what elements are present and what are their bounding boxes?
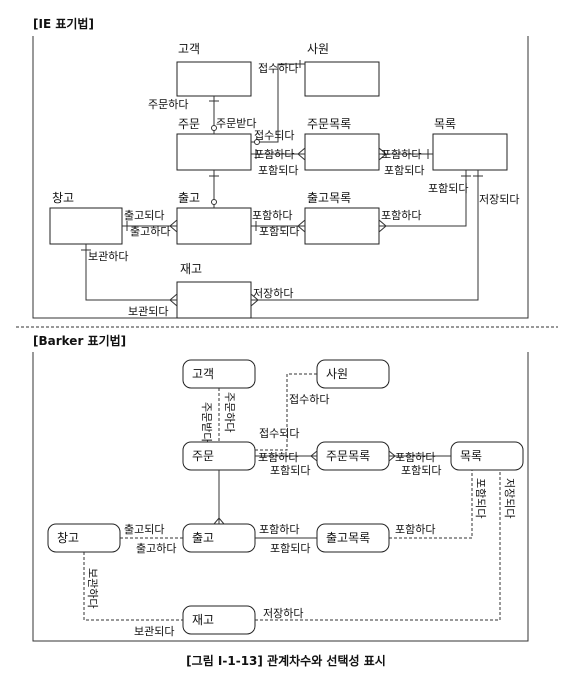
ie-entity-shipment-item xyxy=(304,207,380,245)
ie-label: 주문하다 xyxy=(148,97,188,111)
ie-label: 포함하다 xyxy=(252,208,292,222)
barker-label-vertical: 포함되다 xyxy=(474,478,487,518)
barker-label: 포함하다 xyxy=(258,450,298,464)
barker-label: 포함하다 xyxy=(259,522,299,536)
ie-label: 주문받다 xyxy=(216,117,256,130)
ie-rel-order-employee xyxy=(251,63,305,143)
ie-entity-shipment-item-label: 출고목록 xyxy=(307,191,351,205)
ie-rel-optional-mark xyxy=(211,199,217,205)
barker-frame xyxy=(32,352,529,642)
ie-label: 포함되다 xyxy=(258,164,298,177)
ie-label: 보관되다 xyxy=(128,305,168,318)
ie-label: 포함되다 xyxy=(384,164,424,177)
barker-entity-order-label: 주문 xyxy=(192,449,214,463)
barker-entity-warehouse-label: 창고 xyxy=(57,531,79,545)
ie-entity-catalog-label: 목록 xyxy=(434,117,456,131)
ie-rel-optional-mark xyxy=(211,125,217,131)
ie-section-title: [IE 표기법] xyxy=(33,16,94,31)
ie-label: 포함하다 xyxy=(381,147,421,161)
figure-caption: [그림 Ⅰ-1-13] 관계차수와 선택성 표시 xyxy=(186,653,386,668)
barker-label: 접수하다 xyxy=(289,392,329,406)
barker-label-vertical: 보관하다 xyxy=(86,568,100,608)
ie-entity-inventory xyxy=(176,281,252,319)
ie-entity-order-item-label: 주문목록 xyxy=(307,117,351,131)
ie-label: 접수되다 xyxy=(254,129,294,142)
barker-rel-shipmentitem-catalog xyxy=(389,470,473,539)
ie-frame xyxy=(32,36,529,319)
ie-label: 포함되다 xyxy=(259,225,299,238)
ie-entity-order-label: 주문 xyxy=(178,117,200,131)
ie-entity-order xyxy=(176,133,252,171)
ie-label: 접수하다 xyxy=(258,61,298,75)
barker-label: 보관되다 xyxy=(134,625,174,638)
barker-label: 포함하다 xyxy=(395,522,435,536)
ie-label: 포함되다 xyxy=(428,182,468,195)
ie-rel-crowfoot xyxy=(378,147,387,161)
barker-label: 출고되다 xyxy=(124,523,164,536)
ie-rel-crowfoot xyxy=(169,219,178,233)
ie-entity-catalog xyxy=(432,133,508,171)
ie-rel-crowfoot xyxy=(169,293,178,307)
barker-label-vertical: 주문받다 xyxy=(200,402,213,442)
ie-rel-shipmentitem-catalog xyxy=(379,170,467,227)
ie-entity-customer-label: 고객 xyxy=(178,42,200,56)
barker-rel-crowfoot xyxy=(213,517,225,525)
ie-entity-warehouse xyxy=(49,207,123,245)
ie-label: 저장하다 xyxy=(253,286,293,300)
ie-label: 포함하다 xyxy=(254,147,294,161)
barker-label: 포함하다 xyxy=(395,450,435,464)
ie-label: 출고하다 xyxy=(130,224,170,238)
ie-rel-crowfoot xyxy=(297,219,306,233)
ie-rel-warehouse-inventory xyxy=(85,244,177,301)
barker-rel-crowfoot xyxy=(388,450,396,462)
ie-rel-inventory-catalog xyxy=(251,170,479,301)
barker-label: 접수되다 xyxy=(259,427,299,440)
ie-entity-order-item xyxy=(304,133,380,171)
ie-label: 출고되다 xyxy=(124,209,164,222)
ie-rel-crowfoot xyxy=(378,219,387,233)
barker-label-vertical: 저장되다 xyxy=(503,478,516,518)
barker-label-vertical: 주문하다 xyxy=(223,392,237,432)
barker-rel-order-employee xyxy=(255,373,317,451)
barker-rel-crowfoot xyxy=(310,450,318,462)
barker-rel-warehouse-inventory xyxy=(83,552,183,621)
ie-entity-warehouse-label: 창고 xyxy=(52,191,74,205)
barker-label: 포함되다 xyxy=(270,542,310,555)
ie-entity-inventory-label: 재고 xyxy=(180,262,202,276)
ie-rel-crowfoot xyxy=(297,147,306,161)
ie-entity-employee-label: 사원 xyxy=(307,42,329,56)
ie-entity-shipment xyxy=(176,207,252,245)
barker-entity-catalog-label: 목록 xyxy=(460,449,482,463)
ie-label: 저장되다 xyxy=(479,193,519,206)
barker-entity-customer-label: 고객 xyxy=(192,367,214,381)
barker-entity-shipment-item-label: 출고목록 xyxy=(326,531,370,545)
ie-rel-crowfoot xyxy=(250,293,259,307)
barker-entity-order-item-label: 주문목록 xyxy=(326,449,370,463)
barker-label: 저장하다 xyxy=(263,606,303,620)
barker-entity-inventory-label: 재고 xyxy=(192,613,214,627)
ie-rel-optional-mark xyxy=(254,139,260,145)
barker-entity-shipment-label: 출고 xyxy=(192,531,214,545)
ie-entity-employee xyxy=(304,61,380,97)
barker-section-title: [Barker 표기법] xyxy=(33,333,126,348)
barker-rel-inventory-catalog xyxy=(255,470,501,621)
barker-entity-employee-label: 사원 xyxy=(326,367,348,381)
ie-label: 포함하다 xyxy=(381,208,421,222)
barker-label: 포함되다 xyxy=(270,464,310,477)
ie-notation-section: [IE 표기법] 고객 사원 주문 주문목록 목록 창고 출고 출고목록 재고 xyxy=(32,16,529,319)
ie-label: 보관하다 xyxy=(88,249,128,263)
ie-entity-shipment-label: 출고 xyxy=(178,191,200,205)
barker-label: 출고하다 xyxy=(136,541,176,555)
barker-notation-section: [Barker 표기법] 고객 사원 주문 주문목록 목록 창고 출고 출고목록… xyxy=(32,333,529,642)
ie-entity-customer xyxy=(176,61,252,97)
barker-label: 포함되다 xyxy=(401,464,441,477)
